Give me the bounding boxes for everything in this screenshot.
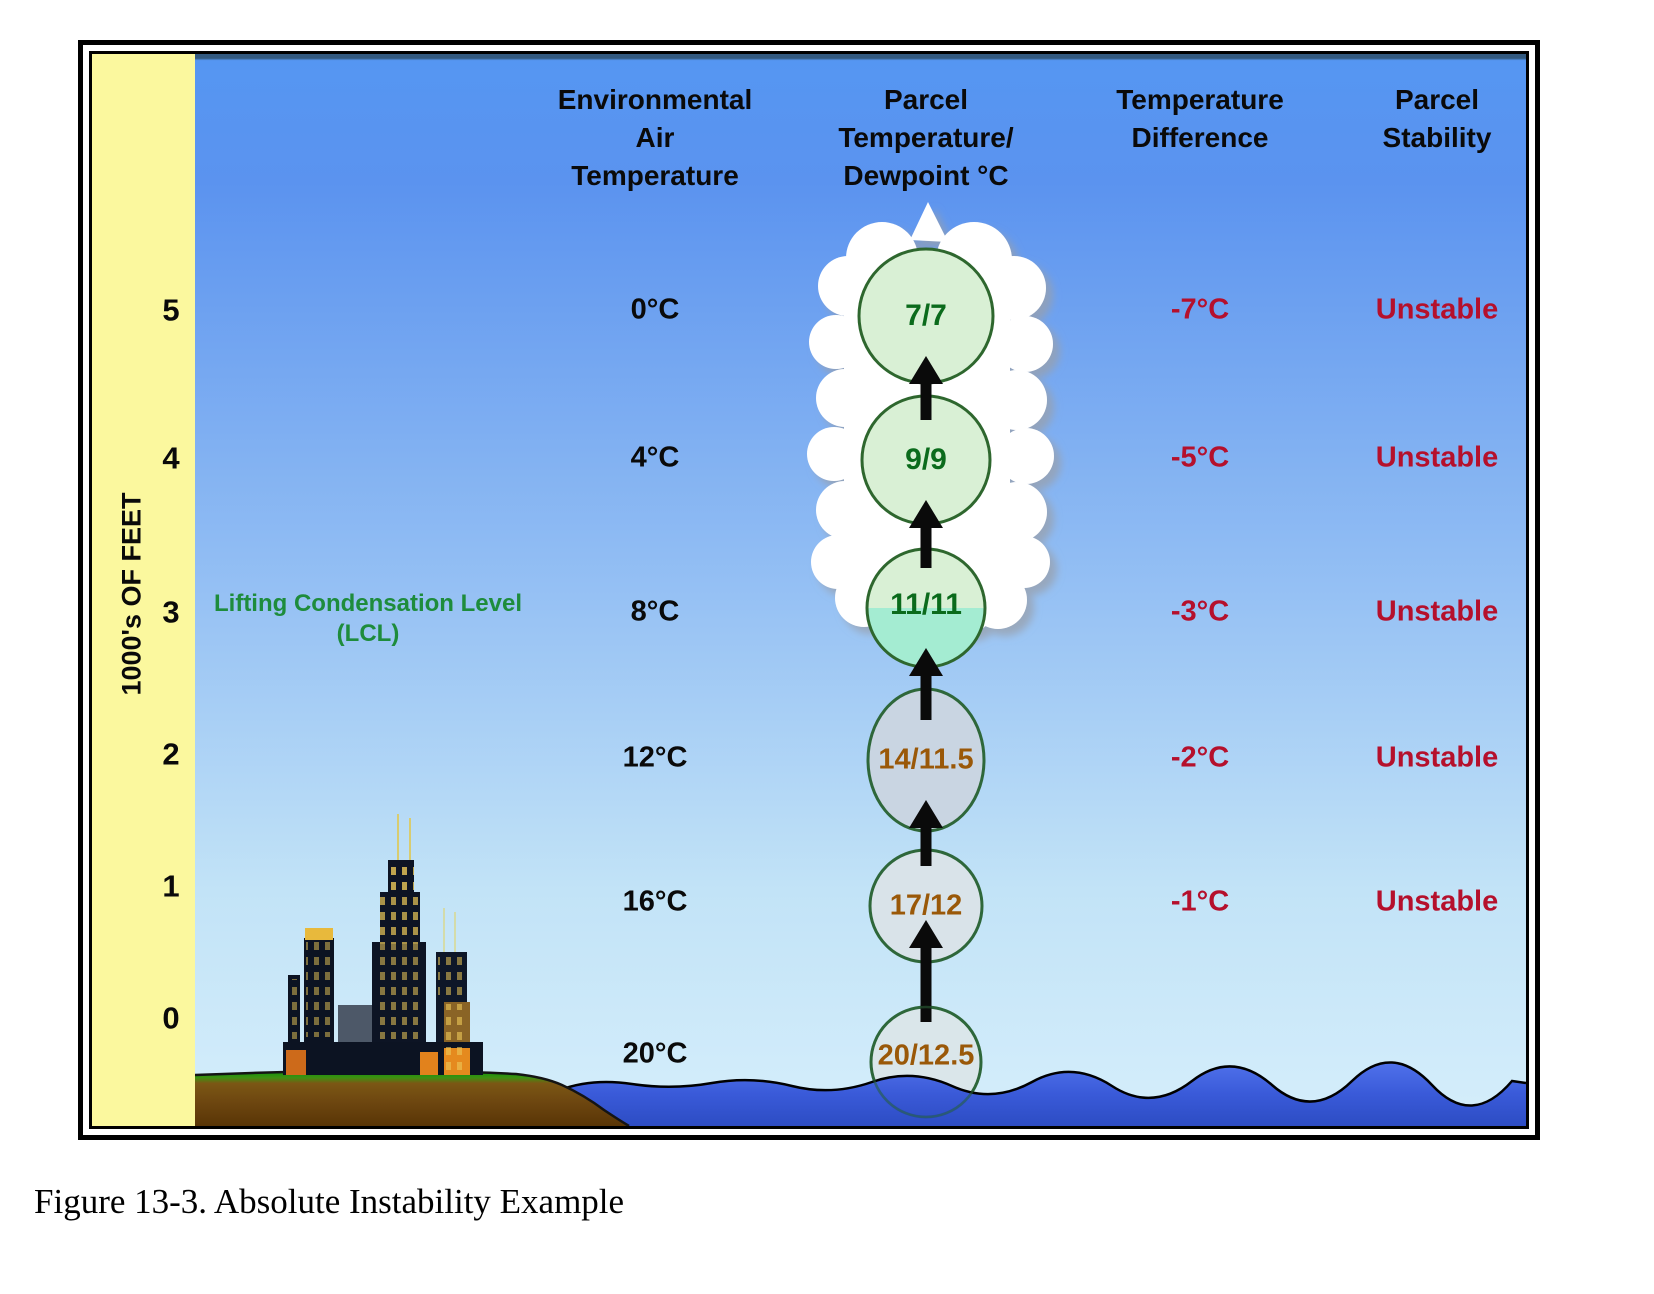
parcel-value-1000ft: 17/12 [889,889,963,922]
stability-2000ft: Unstable [1375,741,1499,774]
parcel-value-4000ft: 9/9 [905,443,947,476]
arrow-surface-to-1000ft [909,920,943,1022]
header-stability-line2: Stability [1382,122,1492,153]
axis-tick-3: 3 [162,594,180,630]
diagram-artwork [92,54,1526,1126]
water [560,1062,1526,1126]
env-temp-1000ft: 16°C [622,885,688,918]
header-diff-line1: Temperature [1116,84,1284,115]
parcel-value-2000ft: 14/11.5 [878,743,974,776]
header-parcel-line3: Dewpoint °C [843,160,1009,191]
header-parcel-line1: Parcel [883,84,969,115]
header-env-line2: Air [635,122,675,153]
stability-1000ft: Unstable [1375,885,1499,918]
arrow-4000ft-to-5000ft [909,356,943,420]
axis-tick-4: 4 [162,440,180,476]
temp-diff-5000ft: -7°C [1170,293,1230,326]
temp-diff-1000ft: -1°C [1170,885,1230,918]
city-skyline [283,814,483,1075]
axis-tick-5: 5 [162,292,180,328]
axis-title: 1000's OF FEET [116,492,147,696]
lcl-label-line1: Lifting Condensation Level [213,590,523,617]
axis-tick-1: 1 [162,868,180,904]
land [195,1071,629,1126]
rising-arrows [909,356,943,1022]
temp-diff-2000ft: -2°C [1170,741,1230,774]
env-temp-3000ft: 8°C [630,595,680,628]
env-temp-4000ft: 4°C [630,441,680,474]
parcel-value-surface: 20/12.5 [877,1039,975,1072]
diagram-content: 1000's OF FEET 5 4 3 2 1 0 Environmental… [92,54,1526,1126]
figure-inner-frame: 1000's OF FEET 5 4 3 2 1 0 Environmental… [89,51,1529,1129]
header-stability-line1: Parcel [1394,84,1480,115]
stability-5000ft: Unstable [1375,293,1499,326]
env-temp-2000ft: 12°C [622,741,688,774]
header-parcel-line2: Temperature/ [838,122,1014,153]
stability-4000ft: Unstable [1375,441,1499,474]
temp-diff-4000ft: -5°C [1170,441,1230,474]
lcl-label-line2: (LCL) [336,620,400,647]
header-env-line3: Temperature [571,160,739,191]
stability-3000ft: Unstable [1375,595,1499,628]
header-diff-line2: Difference [1131,122,1269,153]
arrow-3000ft-to-4000ft [909,500,943,568]
env-temp-surface: 20°C [622,1037,688,1070]
header-env-line1: Environmental [557,84,753,115]
parcel-value-5000ft: 7/7 [905,299,947,332]
parcel-value-3000ft: 11/11 [890,588,962,621]
altitude-strip [92,54,195,1126]
arrow-1000ft-to-2000ft [909,800,943,866]
waterline [559,1061,1526,1107]
arrow-2000ft-to-3000ft [909,648,943,720]
axis-tick-2: 2 [162,736,180,772]
figure-outer-frame: 1000's OF FEET 5 4 3 2 1 0 Environmental… [78,40,1540,1140]
env-temp-5000ft: 0°C [630,293,680,326]
figure-caption: Figure 13-3. Absolute Instability Exampl… [34,1182,625,1221]
submerged-circle-outline [869,1005,983,1119]
axis-tick-0: 0 [162,1000,180,1036]
temp-diff-3000ft: -3°C [1170,595,1230,628]
